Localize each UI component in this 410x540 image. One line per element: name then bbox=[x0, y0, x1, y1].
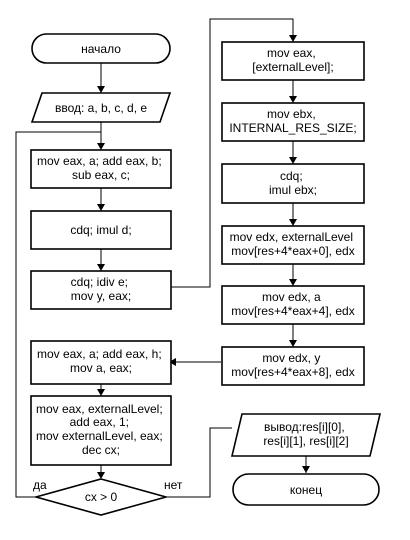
process-r3-line: cdq; bbox=[280, 169, 303, 183]
process-r2-text: mov ebx, INTERNAL_RES_SIZE; bbox=[229, 107, 356, 135]
process-step5-line: mov eax, externalLevel; bbox=[36, 402, 163, 416]
input-label: ввод: a, b, c, d, e bbox=[55, 101, 147, 115]
process-r3-line: imul ebx; bbox=[269, 183, 317, 197]
process-r4-line: mov edx, externalLevel bbox=[230, 230, 353, 244]
process-r5: mov edx, a mov[res+4*eax+4], edx bbox=[221, 285, 365, 325]
process-step3: cdq; idiv e; mov y, eax; bbox=[30, 270, 172, 310]
process-step4-text: mov eax, a; add eax, h; mov a, eax; bbox=[37, 347, 165, 375]
process-r6-box bbox=[221, 346, 365, 386]
process-r4-line: mov[res+4*eax+0], edx bbox=[231, 244, 354, 258]
start-label-line: начало bbox=[81, 42, 121, 56]
arrowhead bbox=[97, 389, 105, 396]
input-parallelogram bbox=[30, 92, 172, 123]
edge-decision-no-to-output bbox=[166, 427, 232, 498]
process-r4-box bbox=[221, 225, 365, 265]
decision-label-line: cx > 0 bbox=[85, 490, 118, 504]
process-step2-line: cdq; imul d; bbox=[70, 223, 131, 237]
process-r5-line: mov[res+4*eax+4], edx bbox=[231, 304, 354, 318]
process-step3-line: mov y, eax; bbox=[71, 289, 131, 303]
arrowhead bbox=[302, 466, 310, 473]
process-step5-line: mov externalLevel, eax; bbox=[36, 429, 163, 443]
no-branch-label: нет bbox=[164, 478, 183, 492]
arrowhead bbox=[289, 96, 297, 103]
arrowhead bbox=[97, 204, 105, 211]
connectors bbox=[15, 18, 307, 498]
arrowhead bbox=[289, 157, 297, 164]
process-r2-box bbox=[221, 102, 365, 142]
process-r4: mov edx, externalLevel mov[res+4*eax+0],… bbox=[221, 225, 365, 265]
process-step5-line: dec cx; bbox=[82, 443, 120, 457]
process-step5-text: mov eax, externalLevel; add eax, 1; mov … bbox=[36, 402, 166, 457]
process-step4-line: mov a, eax; bbox=[70, 361, 132, 375]
arrowhead bbox=[289, 279, 297, 286]
process-r1-line: mov eax, bbox=[267, 46, 316, 60]
arrowhead bbox=[97, 86, 105, 93]
process-step4-box bbox=[30, 340, 172, 385]
output-block: вывод:res[i][0], res[i][1], res[i][2] bbox=[230, 413, 382, 457]
process-step2-box bbox=[30, 210, 172, 250]
process-step4: mov eax, a; add eax, h; mov a, eax; bbox=[30, 340, 172, 385]
edge-step3-to-r1 bbox=[171, 18, 294, 288]
process-step1-box bbox=[30, 149, 172, 189]
arrowheads bbox=[97, 35, 310, 479]
arrowhead bbox=[97, 472, 105, 479]
process-step1-text: mov eax, a; add eax, b; sub eax, c; bbox=[37, 154, 165, 182]
output-label-line: вывод:res[i][0], bbox=[264, 420, 345, 434]
process-r6-line: mov[res+4*eax+8], edx bbox=[231, 365, 354, 379]
decision-diamond bbox=[33, 478, 169, 516]
input-label-line: ввод: a, b, c, d, e bbox=[55, 101, 147, 115]
end-label: конец bbox=[290, 483, 322, 497]
process-r5-line: mov edx, a bbox=[262, 290, 321, 304]
process-r2-line: INTERNAL_RES_SIZE; bbox=[229, 121, 356, 135]
arrowhead bbox=[97, 264, 105, 271]
process-step2-text: cdq; imul d; bbox=[70, 223, 131, 237]
process-step3-box bbox=[30, 270, 172, 310]
output-label: вывод:res[i][0], res[i][1], res[i][2] bbox=[263, 420, 348, 448]
process-step5: mov eax, externalLevel; add eax, 1; mov … bbox=[30, 395, 172, 466]
process-r3-text: cdq; imul ebx; bbox=[269, 169, 317, 197]
process-r1-box bbox=[221, 41, 365, 81]
decision-label: cx > 0 bbox=[85, 490, 118, 504]
start-terminal: начало bbox=[31, 33, 171, 64]
end-terminal-shape bbox=[232, 473, 380, 506]
process-step3-line: cdq; idiv e; bbox=[71, 275, 128, 289]
process-r3-box bbox=[221, 163, 365, 204]
start-label: начало bbox=[81, 42, 121, 56]
process-step3-text: cdq; idiv e; mov y, eax; bbox=[71, 275, 132, 303]
output-parallelogram bbox=[230, 413, 382, 457]
process-step5-box bbox=[30, 395, 172, 466]
process-step2: cdq; imul d; bbox=[30, 210, 172, 250]
process-step4-line: mov eax, a; add eax, h; bbox=[37, 347, 162, 361]
process-r5-box bbox=[221, 285, 365, 325]
arrowhead bbox=[289, 35, 297, 42]
arrowhead bbox=[169, 358, 176, 366]
yes-branch-label: да bbox=[33, 478, 47, 492]
process-step1-line: mov eax, a; add eax, b; bbox=[37, 154, 162, 168]
process-r4-text: mov edx, externalLevel mov[res+4*eax+0],… bbox=[230, 230, 357, 258]
process-r6-line: mov edx, y bbox=[262, 351, 320, 365]
process-r6-text: mov edx, y mov[res+4*eax+8], edx bbox=[231, 351, 354, 379]
process-r1-text: mov eax, [externalLevel]; bbox=[252, 46, 333, 74]
process-step1-line: sub eax, c; bbox=[72, 168, 130, 182]
process-r2-line: mov ebx, bbox=[267, 107, 316, 121]
decision-block: cx > 0 bbox=[33, 478, 169, 516]
process-r3: cdq; imul ebx; bbox=[221, 163, 365, 204]
end-terminal: конец bbox=[232, 473, 380, 506]
process-step5-line: add eax, 1; bbox=[70, 415, 129, 429]
output-label-line: res[i][1], res[i][2] bbox=[263, 434, 348, 448]
process-r5-text: mov edx, a mov[res+4*eax+4], edx bbox=[231, 290, 354, 318]
end-label-line: конец bbox=[290, 483, 322, 497]
edge-decision-yes-loop bbox=[15, 131, 101, 498]
arrowhead bbox=[289, 219, 297, 226]
input-block: ввод: a, b, c, d, e bbox=[30, 92, 172, 123]
arrowhead bbox=[97, 143, 105, 150]
process-r6: mov edx, y mov[res+4*eax+8], edx bbox=[221, 346, 365, 386]
process-r1-line: [externalLevel]; bbox=[252, 60, 333, 74]
arrowhead bbox=[289, 340, 297, 347]
start-terminal-shape bbox=[31, 33, 171, 64]
process-step1: mov eax, a; add eax, b; sub eax, c; bbox=[30, 149, 172, 189]
process-r1: mov eax, [externalLevel]; bbox=[221, 41, 365, 81]
process-r2: mov ebx, INTERNAL_RES_SIZE; bbox=[221, 102, 365, 142]
